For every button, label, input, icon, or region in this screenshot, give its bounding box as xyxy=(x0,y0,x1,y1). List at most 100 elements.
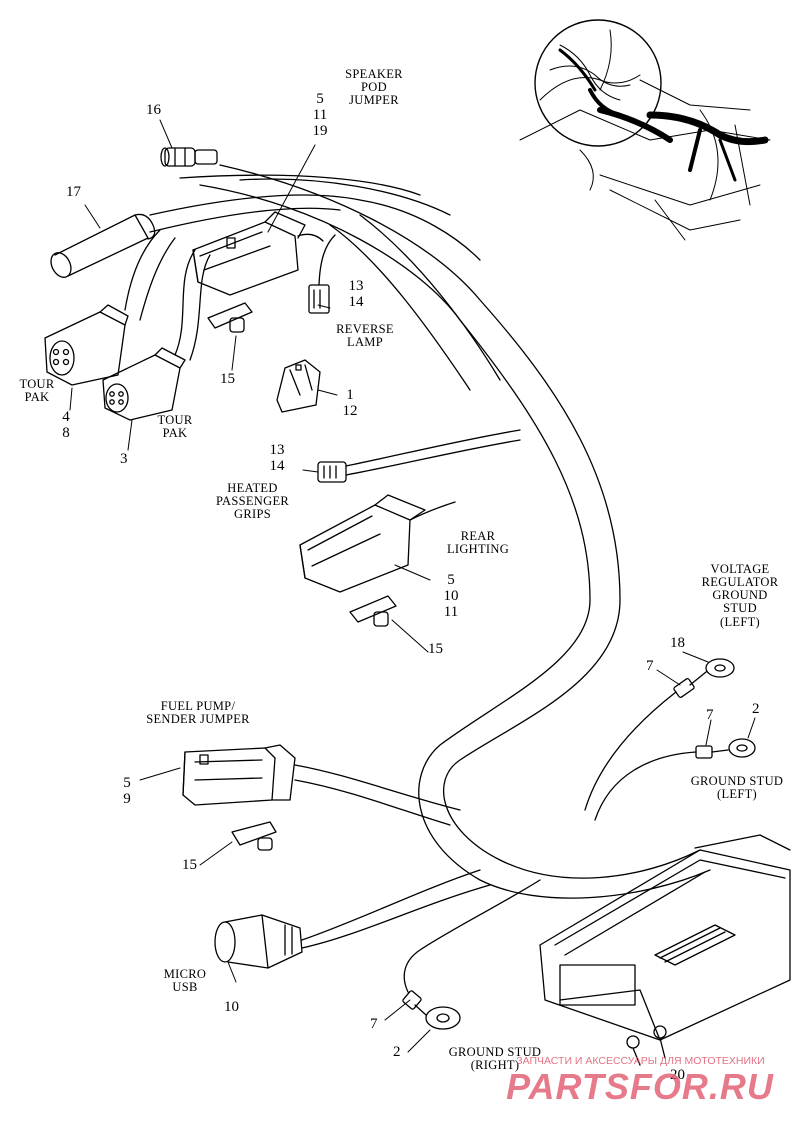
seal-plug-15-bottom xyxy=(231,821,277,851)
label-line: REGULATOR xyxy=(701,575,779,590)
label-ground-stud-right: GROUND STUD (RIGHT) xyxy=(440,1045,550,1073)
callout-14-mid: 14 xyxy=(269,457,285,474)
callout-10: 10 xyxy=(224,999,239,1015)
terminal-17 xyxy=(50,213,156,278)
label-line: STUD xyxy=(723,601,757,616)
callout-1-12: 1 12 xyxy=(340,387,360,420)
label-heated-passenger-grips: HEATED PASSENGER GRIPS xyxy=(205,481,300,522)
callout-16: 16 xyxy=(146,102,161,118)
callout-8: 8 xyxy=(62,424,70,441)
watermark-tagline: ЗАПЧАСТИ И АКСЕССУАРЫ ДЛЯ МОТОТЕХНИКИ xyxy=(516,1055,765,1067)
connector-16 xyxy=(160,147,218,167)
callout-5-9: 5 9 xyxy=(120,775,134,808)
label-line: SENDER JUMPER xyxy=(146,712,250,727)
main-harness xyxy=(124,164,711,899)
callout-10-rear: 10 xyxy=(443,587,459,604)
callout-15-a: 15 xyxy=(220,371,235,387)
label-line: GROUND STUD xyxy=(690,774,784,788)
callout-13-mid: 13 xyxy=(269,442,285,458)
callout-5-rear: 5 xyxy=(447,572,455,588)
connector-speaker-pod xyxy=(192,211,324,296)
terminal-clip-1-12 xyxy=(276,359,321,413)
connector-reverse-lamp xyxy=(308,234,336,314)
connector-tour-pak-right xyxy=(102,347,186,421)
callout-14: 14 xyxy=(348,293,364,310)
watermark-brand: PARTSFOR.RU xyxy=(506,1066,774,1107)
label-line: POD xyxy=(361,80,387,95)
callout-5-fuel: 5 xyxy=(123,775,131,791)
label-fuel-pump-sender-jumper: FUEL PUMP/ SENDER JUMPER xyxy=(138,699,258,727)
label-reverse-lamp: REVERSE LAMP xyxy=(325,322,405,350)
callout-7-a: 7 xyxy=(646,658,654,674)
label-line: LAMP xyxy=(347,335,383,350)
callout-3: 3 xyxy=(120,451,128,467)
callout-12: 12 xyxy=(342,402,358,419)
callout-4-8: 4 8 xyxy=(56,409,76,442)
leader-lines xyxy=(69,119,756,1053)
label-line: TOUR xyxy=(19,377,55,391)
label-line: VOLTAGE xyxy=(710,562,770,576)
callout-13: 13 xyxy=(348,278,364,294)
label-line: REAR xyxy=(460,529,496,543)
locator-inset xyxy=(519,19,771,241)
label-line: SPEAKER xyxy=(345,67,403,81)
clamp-20 xyxy=(626,1025,667,1066)
label-line: PAK xyxy=(162,426,188,441)
callout-7-c: 7 xyxy=(370,1016,378,1032)
label-line: GROUND xyxy=(712,588,768,603)
callout-11-rear: 11 xyxy=(443,603,459,620)
label-tour-pak-right: TOUR PAK xyxy=(150,413,200,441)
callout-5: 5 xyxy=(316,91,324,107)
label-rear-lighting: REAR LIGHTING xyxy=(438,529,518,557)
connector-rear-lighting xyxy=(299,494,456,593)
callout-11: 11 xyxy=(312,106,328,123)
callout-18: 18 xyxy=(670,635,685,651)
callout-7-b: 7 xyxy=(706,707,714,723)
junction-bracket xyxy=(539,834,791,1041)
label-line: (LEFT) xyxy=(720,614,760,629)
label-line: REVERSE xyxy=(336,322,394,336)
callout-2-a: 2 xyxy=(752,701,760,717)
callout-5-10-11: 5 10 11 xyxy=(440,572,462,620)
ground-lead-right xyxy=(402,879,541,1030)
label-line: GRIPS xyxy=(234,507,271,522)
label-line: PASSENGER xyxy=(215,494,290,509)
label-micro-usb: MICRO USB xyxy=(155,967,215,995)
callout-15-b: 15 xyxy=(428,641,443,657)
label-line: FUEL PUMP/ xyxy=(160,699,236,713)
callout-4: 4 xyxy=(62,409,70,425)
ground-lead-left xyxy=(584,658,756,821)
label-line: JUMPER xyxy=(349,93,399,108)
label-tour-pak-left: TOUR PAK xyxy=(12,377,62,405)
callout-20: 20 xyxy=(670,1067,685,1083)
callout-5-11-19: 5 11 19 xyxy=(310,91,330,139)
callout-19: 19 xyxy=(312,122,328,139)
seal-plug-15-top xyxy=(207,302,253,333)
label-line: TOUR xyxy=(157,413,193,427)
label-line: HEATED xyxy=(227,481,278,495)
label-line: (LEFT) xyxy=(717,787,757,802)
label-line: PAK xyxy=(24,390,50,405)
label-line: GROUND STUD xyxy=(448,1045,542,1059)
seal-plug-15-mid xyxy=(349,595,397,627)
connector-heated-grips xyxy=(317,429,521,483)
label-ground-stud-left: GROUND STUD (LEFT) xyxy=(682,774,792,802)
connector-fuel-pump xyxy=(182,744,461,826)
callout-9: 9 xyxy=(123,790,131,807)
label-line: MICRO xyxy=(163,967,207,981)
label-voltage-regulator-ground-stud: VOLTAGE REGULATOR GROUND STUD (LEFT) xyxy=(690,562,790,629)
callout-13-14-top: 13 14 xyxy=(345,278,367,311)
callout-15-c: 15 xyxy=(182,857,197,873)
callout-2-b: 2 xyxy=(393,1044,401,1060)
label-line: (RIGHT) xyxy=(470,1058,520,1073)
callout-17: 17 xyxy=(66,184,81,200)
label-line: LIGHTING xyxy=(446,542,510,557)
callout-13-14-mid: 13 14 xyxy=(266,442,288,475)
micro-usb-connector xyxy=(214,869,491,969)
label-speaker-pod-jumper: SPEAKER POD JUMPER xyxy=(334,67,414,108)
connector-tour-pak-left xyxy=(44,304,129,386)
label-line: USB xyxy=(172,980,198,995)
callout-1: 1 xyxy=(346,387,354,403)
